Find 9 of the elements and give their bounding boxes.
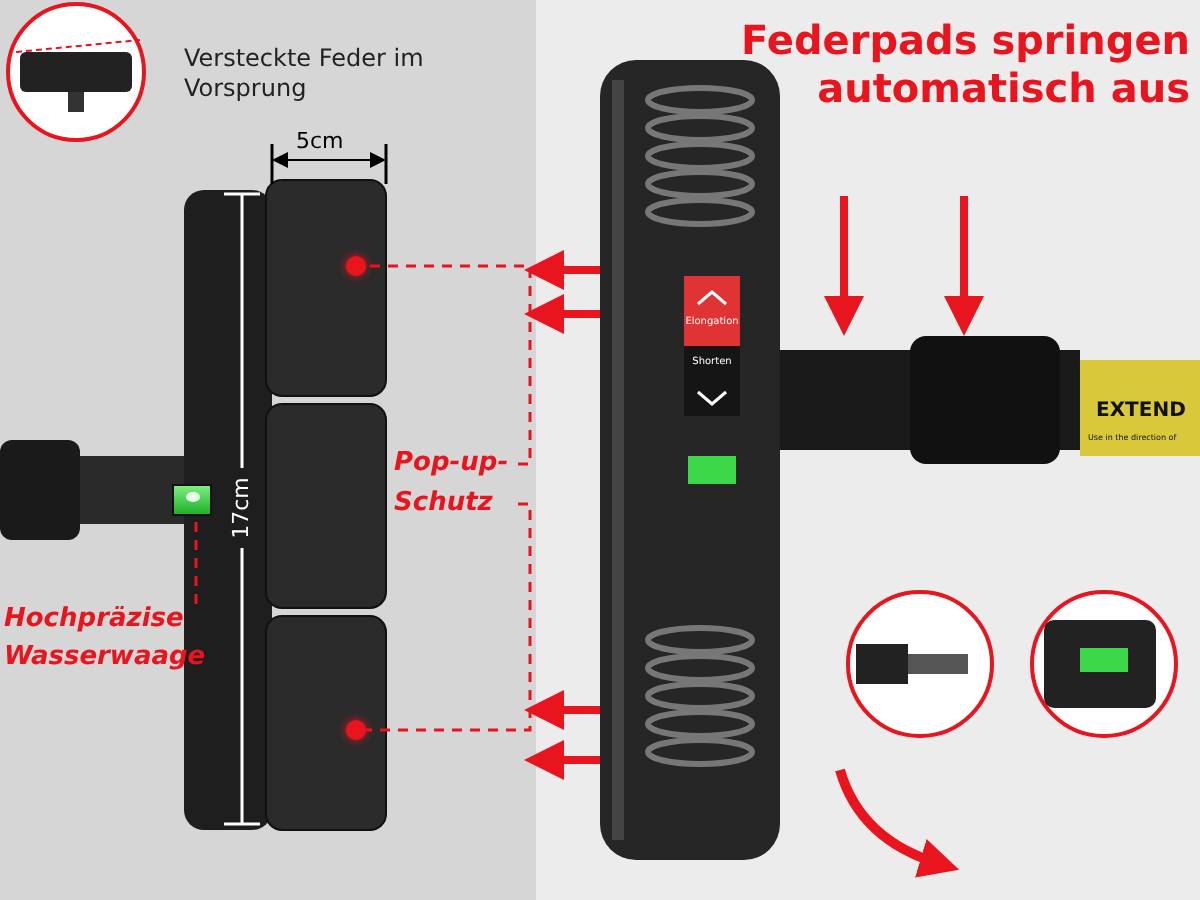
pole-label: EXTEND [1096, 400, 1186, 422]
spirit-level-icon [172, 484, 212, 516]
dimension-label: 5cm [296, 128, 344, 154]
callout-label: Pop-up-Schutz [394, 444, 518, 524]
title: Federpads springen automatisch aus [739, 16, 1190, 112]
caption: Versteckte Feder im Vorsprung [184, 44, 426, 104]
leader-line [366, 264, 532, 466]
leader-line [194, 516, 198, 604]
leader-line [366, 502, 532, 732]
